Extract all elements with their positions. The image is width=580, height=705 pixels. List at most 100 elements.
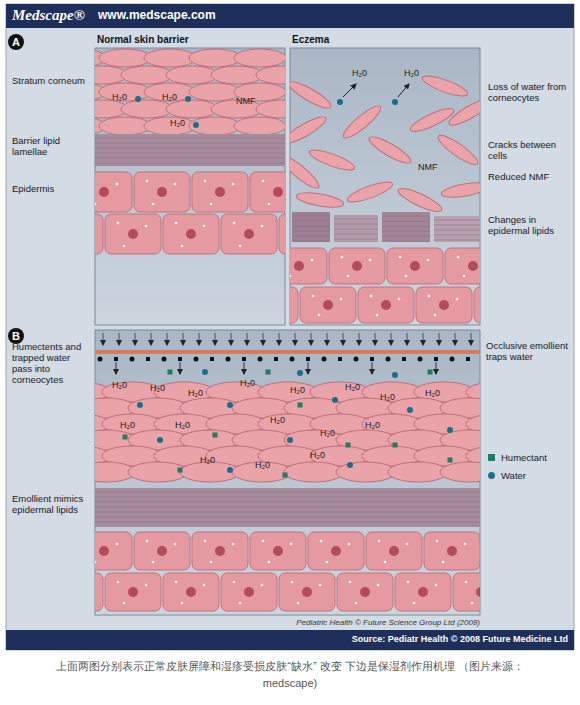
lipid-band	[95, 488, 480, 527]
granule	[399, 256, 402, 259]
granule	[456, 298, 459, 301]
granule	[457, 256, 460, 259]
epidermal-cell	[337, 573, 393, 611]
granule	[405, 275, 408, 278]
nucleus	[323, 300, 333, 310]
granule	[175, 222, 178, 225]
lipid-line	[95, 522, 480, 523]
epidermal-cell	[134, 532, 190, 570]
granule	[146, 180, 149, 183]
granule	[123, 245, 126, 248]
granule	[297, 602, 300, 605]
lipid-line	[434, 240, 480, 241]
pressure-arrow	[135, 333, 136, 345]
lipid-line	[382, 236, 430, 237]
epidermal-cell	[453, 573, 480, 611]
corneocyte	[99, 49, 151, 67]
granule	[261, 225, 264, 228]
nucleus	[360, 587, 370, 597]
nucleus	[128, 587, 138, 597]
lipid-line	[292, 241, 330, 242]
epidermal-cell	[279, 214, 285, 254]
water-label: H₂0	[175, 420, 190, 430]
granule	[464, 543, 467, 546]
emollient-dot	[226, 357, 231, 362]
granule	[378, 540, 381, 543]
header-bar	[6, 4, 574, 28]
epidermal-cell	[221, 214, 277, 254]
granule	[463, 275, 466, 278]
source-bar	[6, 630, 574, 650]
granule	[291, 581, 294, 584]
water-label: H₂0	[255, 460, 270, 470]
corneocyte	[290, 113, 329, 147]
epidermal-cell	[95, 214, 103, 254]
pressure-arrow	[375, 333, 376, 345]
granule	[318, 314, 321, 317]
nucleus	[439, 300, 449, 310]
treated-skin	[95, 333, 480, 611]
granule	[319, 584, 322, 587]
pass-line	[180, 362, 181, 374]
corneocyte	[211, 66, 263, 84]
nmf-label: NMF	[418, 162, 438, 172]
corneocyte	[396, 184, 445, 215]
pressure-arrow	[471, 333, 472, 345]
water-label: H₂0	[404, 68, 419, 78]
corneocyte	[420, 72, 469, 100]
pass-line	[244, 362, 245, 374]
granule	[232, 183, 235, 186]
granule	[210, 561, 213, 564]
lipid-line	[95, 158, 285, 159]
lipid-line	[382, 241, 430, 242]
granule	[471, 602, 474, 605]
granule	[413, 602, 416, 605]
granule	[233, 222, 236, 225]
pass-line	[436, 362, 437, 374]
panel	[95, 330, 480, 615]
lipid-line	[95, 507, 480, 508]
granule	[210, 203, 213, 206]
granule	[434, 314, 437, 317]
pressure-arrow	[423, 333, 424, 345]
pressure-arrow	[167, 333, 168, 345]
lipid-band	[334, 215, 378, 242]
pressure-arrow	[279, 333, 280, 345]
granule	[320, 540, 323, 543]
water-dot	[347, 462, 353, 468]
corneocyte	[99, 117, 151, 135]
nucleus	[273, 187, 283, 197]
nucleus	[331, 546, 341, 556]
nucleus	[410, 261, 420, 271]
corneocyte	[440, 462, 480, 482]
water-dot	[227, 467, 233, 473]
pressure-arrow	[327, 333, 328, 345]
water-dot	[337, 99, 343, 105]
corneocyte	[290, 152, 322, 192]
granule	[174, 543, 177, 546]
humectant-square	[448, 458, 453, 463]
epidermal-cell	[105, 214, 161, 254]
water-label: H₂0	[170, 118, 185, 128]
epidermal-cell	[329, 248, 385, 284]
nucleus	[128, 229, 138, 239]
part-label: Humectents and trapped water pass into c…	[12, 342, 92, 386]
granule	[262, 180, 265, 183]
pressure-arrow	[183, 333, 184, 345]
epidermal-cell	[250, 172, 285, 212]
pressure-arrow	[311, 333, 312, 345]
heading-text: Normal skin barrier	[97, 34, 189, 45]
granule	[204, 540, 207, 543]
pass-line	[372, 362, 373, 374]
corneocyte	[307, 146, 356, 174]
granule	[181, 602, 184, 605]
legend-swatch	[488, 454, 495, 461]
epidermal-cell	[250, 532, 306, 570]
granule	[377, 584, 380, 587]
granule	[117, 581, 120, 584]
pressure-arrow	[247, 333, 248, 345]
legend-text: Water	[501, 470, 526, 481]
lipid-line	[292, 226, 330, 227]
epidermal-cell	[387, 248, 443, 284]
water-label: H₂0	[310, 450, 325, 460]
